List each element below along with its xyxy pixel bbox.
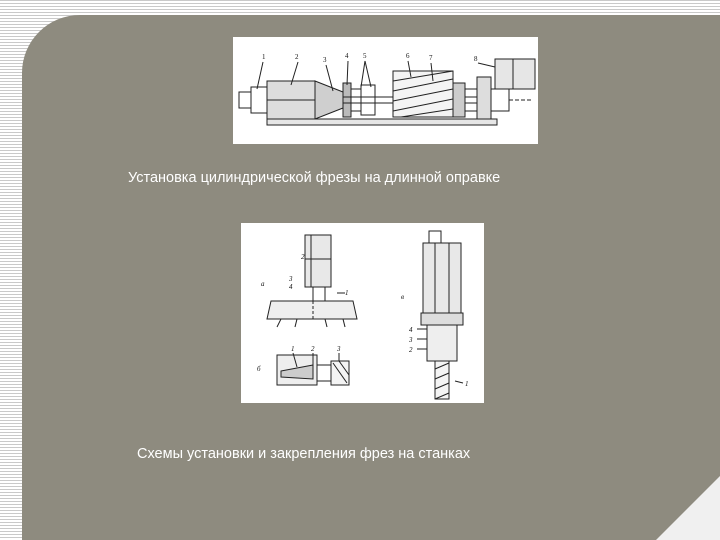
panel-a-callout-4: 4 bbox=[289, 283, 293, 291]
overarm bbox=[494, 58, 536, 90]
arbor-drawing: 1 2 3 4 5 6 7 8 bbox=[238, 52, 536, 126]
panel-c-callout-1: 1 bbox=[465, 380, 469, 388]
figure-cutter-mounting-schemes: а 2 3 4 1 б 1 2 3 в 4 3 2 1 bbox=[241, 223, 484, 403]
face-mill-a bbox=[266, 300, 358, 320]
arbor-end-nut bbox=[238, 91, 252, 109]
support-bearing bbox=[476, 76, 492, 124]
arbor-b bbox=[316, 364, 332, 382]
slide-corner bbox=[656, 476, 720, 540]
spindle-a bbox=[304, 234, 332, 288]
panel-b-letter: б bbox=[257, 365, 261, 373]
panel-c-callout-2: 2 bbox=[409, 346, 413, 354]
panel-b-callout-3: 3 bbox=[336, 345, 341, 353]
collet-nut-c bbox=[420, 312, 464, 326]
callout-3: 3 bbox=[323, 56, 327, 64]
figure-cylindrical-cutter-arbor: 1 2 3 4 5 6 7 8 bbox=[233, 37, 538, 144]
arbor-bushing bbox=[250, 86, 268, 114]
panel-a-callout-2: 2 bbox=[301, 253, 305, 261]
callout-1: 1 bbox=[262, 53, 266, 61]
spindle-taper bbox=[314, 80, 344, 120]
spindle-c bbox=[422, 242, 462, 314]
mounting-drawing: а 2 3 4 1 б 1 2 3 в 4 3 2 1 bbox=[257, 230, 469, 400]
collet-c bbox=[426, 324, 458, 362]
callout-5: 5 bbox=[363, 52, 367, 60]
panel-c-letter: в bbox=[401, 293, 404, 301]
panel-a-callout-3: 3 bbox=[288, 275, 293, 283]
collar bbox=[342, 82, 352, 118]
spacer-ring bbox=[452, 82, 466, 118]
panel-c-callout-3: 3 bbox=[408, 336, 413, 344]
arbor-tail bbox=[490, 88, 510, 112]
panel-a-letter: а bbox=[261, 280, 265, 288]
taper-b bbox=[280, 364, 314, 380]
caption-bottom: Схемы установки и закрепления фрез на ст… bbox=[137, 446, 471, 462]
callout-2: 2 bbox=[295, 53, 299, 61]
callout-8: 8 bbox=[474, 55, 478, 63]
panel-b-callout-1: 1 bbox=[291, 345, 295, 353]
callout-4: 4 bbox=[345, 52, 349, 60]
caption-top: Установка цилиндрической фрезы на длинно… bbox=[128, 170, 501, 186]
cylindrical-cutter bbox=[392, 70, 454, 118]
arbor-a bbox=[312, 286, 326, 302]
spacer-ring bbox=[360, 84, 376, 116]
panel-a-callout-1: 1 bbox=[345, 289, 349, 297]
spacer-ring bbox=[464, 88, 478, 112]
panel-b-callout-2: 2 bbox=[311, 345, 315, 353]
end-mill-c bbox=[434, 360, 450, 400]
callout-6: 6 bbox=[406, 52, 410, 60]
panel-c-callout-4: 4 bbox=[409, 326, 413, 334]
drawbar-c bbox=[428, 230, 442, 244]
callout-7: 7 bbox=[429, 54, 433, 62]
spacer-ring bbox=[350, 88, 362, 112]
